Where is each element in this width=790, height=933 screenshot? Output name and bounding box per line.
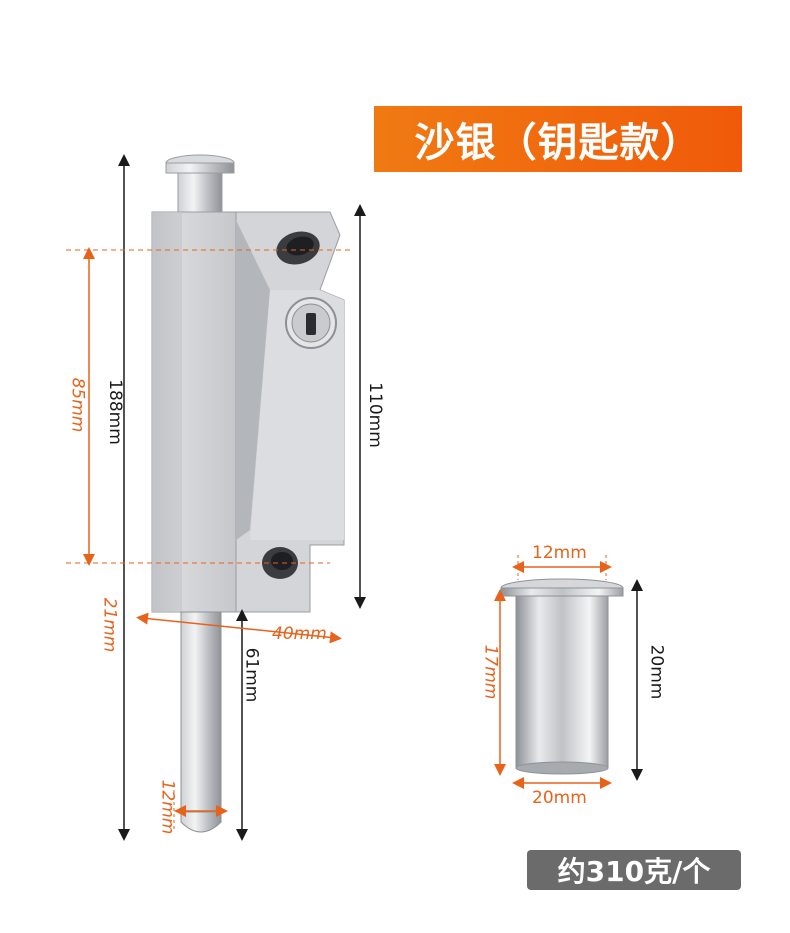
dim-sleeve-height: 20mm <box>646 644 667 700</box>
dim-pin-offset: 21mm <box>99 597 120 653</box>
weight-badge: 约310克/个 <box>527 850 741 890</box>
product-title-banner: 沙银（钥匙款） <box>374 106 742 172</box>
dim-sleeve-inner-height: 17mm <box>480 644 501 700</box>
dim-body-width: 40mm <box>272 624 327 644</box>
dim-body-gap: 85mm <box>67 377 88 433</box>
dim-total-height: 188mm <box>104 379 125 445</box>
dim-pin-diameter: 12mm <box>157 779 178 835</box>
latch-bolt-assembly <box>151 154 345 833</box>
strike-sleeve <box>500 578 624 775</box>
dim-sleeve-bottom: 20mm <box>532 788 587 808</box>
dim-head-height: 110mm <box>364 382 385 448</box>
dimension-lines <box>66 154 643 841</box>
dim-pin-length: 61mm <box>241 647 262 703</box>
dim-sleeve-top: 12mm <box>532 543 587 563</box>
